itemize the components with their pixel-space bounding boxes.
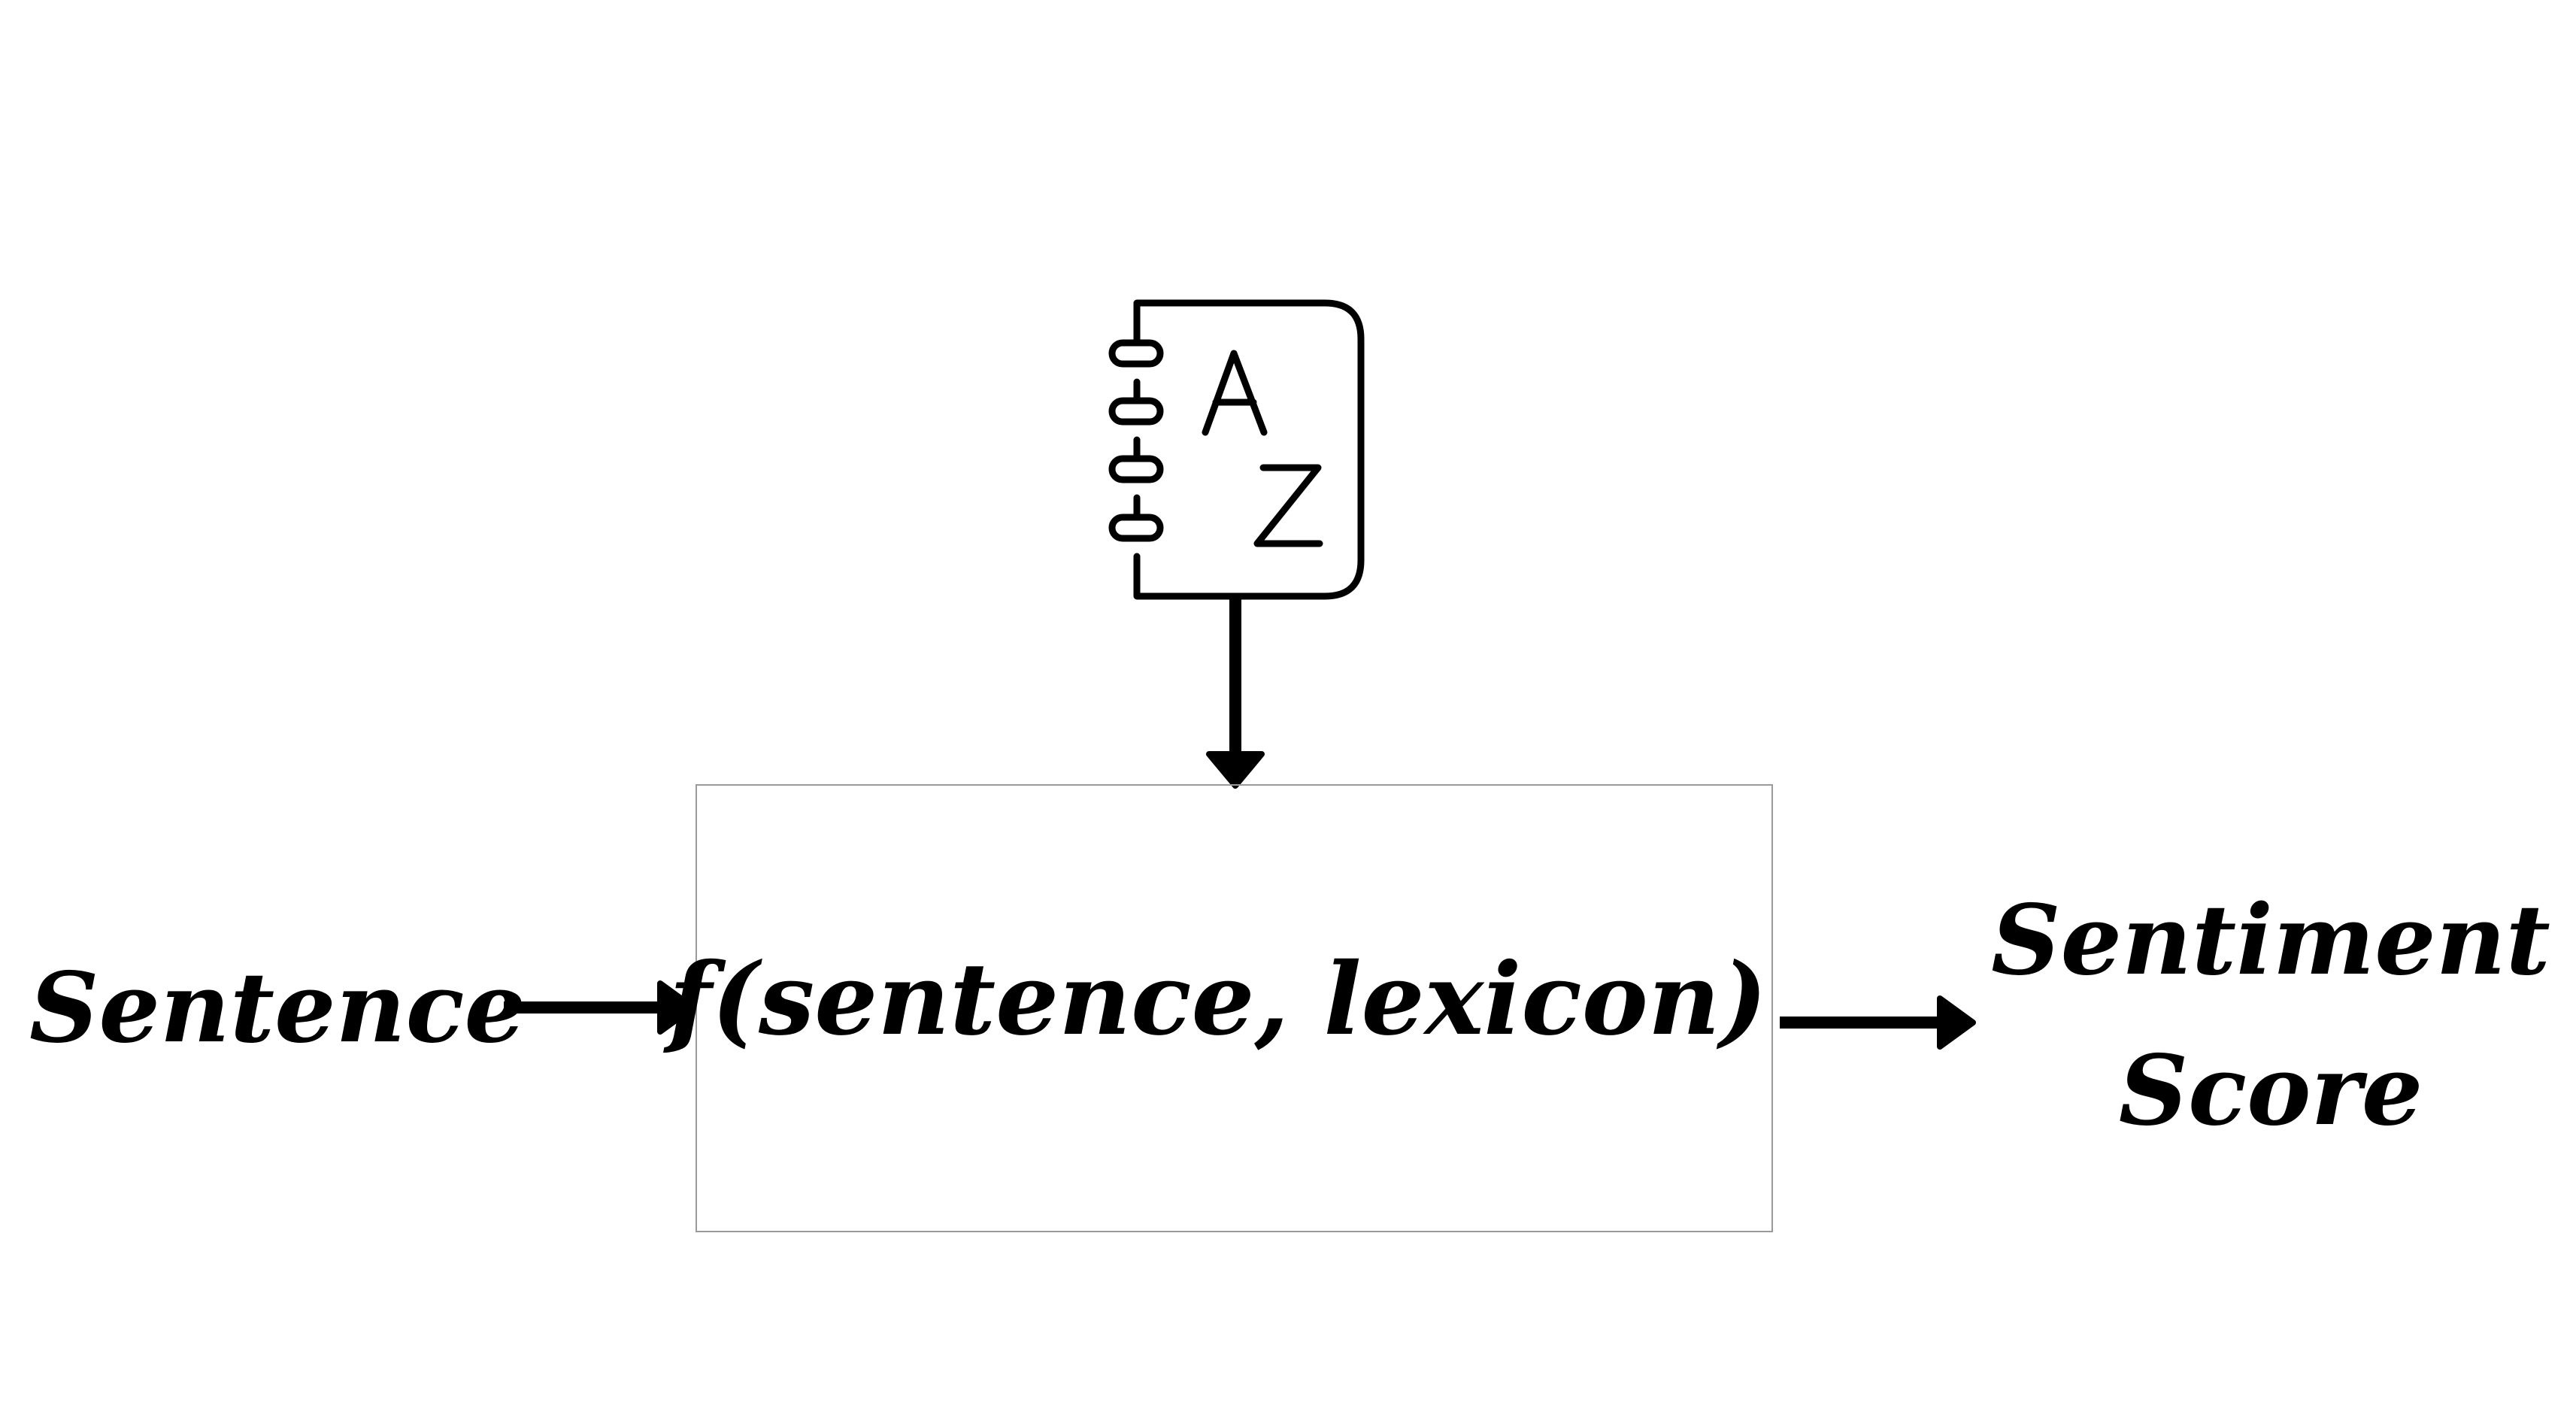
function-label: f(sentence, lexicon) <box>663 941 1768 1058</box>
lexicon-to-function-arrow <box>1206 598 1265 789</box>
input-arrow <box>504 980 696 1035</box>
output-label-line2: Score <box>2119 1035 2423 1147</box>
output-label-line1: Sentiment <box>1991 884 2550 997</box>
letter-z-glyph <box>1253 464 1323 547</box>
function-box <box>696 784 1773 1232</box>
lexicon-book-icon <box>1108 299 1365 600</box>
output-arrow <box>1780 995 1976 1050</box>
input-label: Sentence <box>29 952 526 1065</box>
letter-a-glyph <box>1202 350 1268 436</box>
